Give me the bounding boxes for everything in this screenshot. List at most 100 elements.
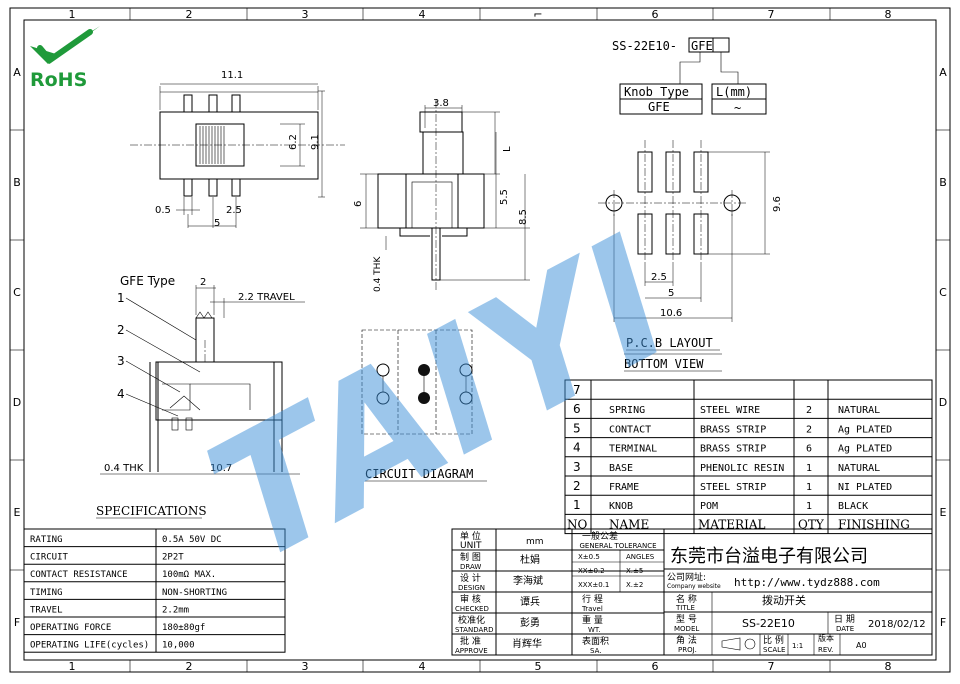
spec-value: 100mΩ MAX. xyxy=(162,570,216,580)
row-label: F xyxy=(14,616,20,629)
circuit-diagram: CIRCUIT DIAGRAM xyxy=(361,329,487,482)
column-labels-bottom: 1 2 3 4 5 6 7 8 xyxy=(69,660,892,673)
col-label: ⌐ xyxy=(533,8,542,21)
svg-text:角 法: 角 法 xyxy=(676,634,697,646)
svg-text:3.8: 3.8 xyxy=(433,98,449,109)
bom-cell: BASE xyxy=(609,463,633,474)
svg-text:GFE: GFE xyxy=(691,39,713,53)
svg-text:ANGLES: ANGLES xyxy=(626,553,655,561)
spec-label: OPERATING FORCE xyxy=(30,623,111,633)
svg-text:一般公差: 一般公差 xyxy=(582,530,618,542)
bom-header: FINISHING xyxy=(838,517,910,531)
bom-header: MATERIAL xyxy=(698,517,766,531)
bom-cell: 7 xyxy=(573,383,581,397)
col-label: 3 xyxy=(302,660,309,673)
svg-text:L: L xyxy=(502,146,513,152)
side-view: 3.8 L 5.5 8.5 6 0.4 THK xyxy=(353,98,530,292)
col-label: 5 xyxy=(535,660,542,673)
top-view: 11.1 6.2 9.1 0.5 2.5 5 xyxy=(130,70,345,229)
company-name: 东莞市台溢电子有限公司 xyxy=(670,546,868,567)
svg-text:5.5: 5.5 xyxy=(499,189,510,205)
col-label: 1 xyxy=(69,8,76,21)
svg-text:版本: 版本 xyxy=(818,633,834,643)
svg-text:TITLE: TITLE xyxy=(675,604,695,612)
common-contact xyxy=(418,392,430,404)
bom-cell: Ag PLATED xyxy=(838,444,892,455)
svg-text:批 准: 批 准 xyxy=(460,635,481,647)
svg-text:2.5: 2.5 xyxy=(651,272,667,283)
svg-text:X±0.5: X±0.5 xyxy=(578,553,600,561)
svg-text:10.6: 10.6 xyxy=(660,308,682,319)
svg-text:2: 2 xyxy=(200,277,206,288)
svg-text:10.7: 10.7 xyxy=(210,463,232,474)
projection-symbol-icon xyxy=(721,637,756,651)
bom-cell: Ag PLATED xyxy=(838,424,892,435)
spec-value: NON-SHORTING xyxy=(162,588,227,598)
svg-text:谭兵: 谭兵 xyxy=(520,595,540,608)
bom-cell: 6 xyxy=(573,402,581,416)
svg-text:11.1: 11.1 xyxy=(221,70,243,81)
row-label: B xyxy=(13,176,21,189)
svg-text:8.5: 8.5 xyxy=(518,209,529,225)
svg-text:名 称: 名 称 xyxy=(676,593,697,605)
col-label: 4 xyxy=(419,660,426,673)
row-labels-right: A B C D E F xyxy=(939,66,947,629)
svg-text:6.2: 6.2 xyxy=(288,134,299,150)
rohs-text: RoHS xyxy=(30,69,87,91)
bom-cell: 2 xyxy=(806,424,812,435)
svg-text:X.±2: X.±2 xyxy=(626,581,643,589)
svg-text:SA.: SA. xyxy=(590,647,601,655)
bom-header: QTY xyxy=(798,517,825,531)
svg-text:校准化: 校准化 xyxy=(458,614,485,626)
svg-text:REV.: REV. xyxy=(818,646,833,654)
specs-title: SPECIFICATIONS xyxy=(96,504,207,518)
drawing-date: 2018/02/12 xyxy=(868,619,926,630)
svg-text:PROJ.: PROJ. xyxy=(678,646,697,654)
svg-text:2: 2 xyxy=(117,323,125,337)
svg-text:李海斌: 李海斌 xyxy=(513,574,543,587)
svg-text:4: 4 xyxy=(117,387,125,401)
bom-cell: NATURAL xyxy=(838,463,880,474)
svg-text:WT.: WT. xyxy=(588,626,601,634)
row-label: A xyxy=(13,66,21,79)
spec-value: 0.5A 50V DC xyxy=(162,535,222,545)
svg-text:Knob Type: Knob Type xyxy=(624,85,689,99)
svg-text:型 号: 型 号 xyxy=(676,614,697,625)
svg-text:DESIGN: DESIGN xyxy=(458,584,485,592)
svg-text:L(mm): L(mm) xyxy=(716,85,752,99)
bom-cell: 4 xyxy=(573,441,581,455)
bom-cell: 5 xyxy=(573,421,581,435)
spec-label: CONTACT RESISTANCE xyxy=(30,570,128,580)
svg-text:2.5: 2.5 xyxy=(226,205,242,216)
svg-text:DATE: DATE xyxy=(836,625,854,633)
row-label: D xyxy=(13,396,21,409)
bom-cell: BRASS STRIP xyxy=(700,444,766,455)
svg-text:审 核: 审 核 xyxy=(460,593,481,605)
svg-text:DRAW: DRAW xyxy=(460,563,481,571)
svg-text:9.1: 9.1 xyxy=(310,134,321,150)
row-label: A xyxy=(939,66,947,79)
spec-label: TIMING xyxy=(30,588,63,598)
bom-cell: TERMINAL xyxy=(609,444,657,455)
col-label: 1 xyxy=(69,660,76,673)
bom-header: NO xyxy=(567,517,588,531)
col-label: 7 xyxy=(768,660,775,673)
col-label: 6 xyxy=(652,8,659,21)
svg-text:表面积: 表面积 xyxy=(582,635,609,647)
col-label: 3 xyxy=(302,8,309,21)
svg-text:6: 6 xyxy=(353,201,364,207)
svg-text:XX±0.2: XX±0.2 xyxy=(578,567,605,575)
bom-cell: 6 xyxy=(806,444,812,455)
svg-text:肖辉华: 肖辉华 xyxy=(512,637,542,650)
row-label: F xyxy=(940,616,946,629)
svg-text:GENERAL TOLERANCE: GENERAL TOLERANCE xyxy=(579,542,656,550)
spec-value: 10,000 xyxy=(162,641,195,651)
svg-text:制 图: 制 图 xyxy=(460,551,481,563)
pcb-subtitle: BOTTOM VIEW xyxy=(624,357,704,371)
spec-label: RATING xyxy=(30,535,63,545)
svg-text:~: ~ xyxy=(734,101,741,115)
svg-text:设 计: 设 计 xyxy=(460,572,481,584)
svg-text:5: 5 xyxy=(668,288,674,299)
svg-text:9.6: 9.6 xyxy=(772,196,783,212)
type-label: GFE Type xyxy=(120,274,175,288)
